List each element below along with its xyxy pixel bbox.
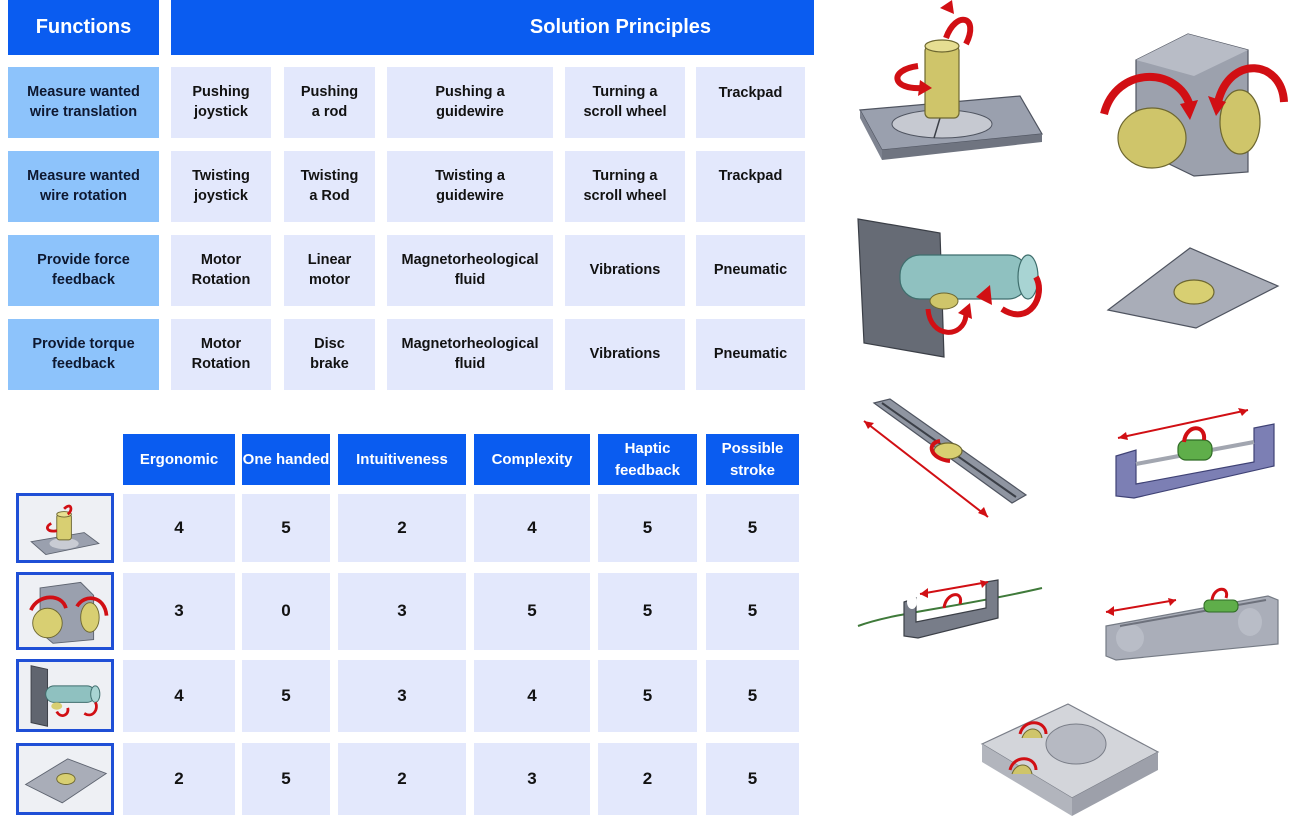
principle-cell: Twisting a guidewire <box>387 151 553 222</box>
score-cell: 4 <box>474 494 590 562</box>
principle-cell: Pushing a rod <box>284 67 375 138</box>
score-cell: 3 <box>123 573 235 650</box>
principle-cell: Pneumatic <box>696 319 805 390</box>
scroll-wheels-thumbnail <box>16 572 114 650</box>
score-cell: 5 <box>706 743 799 815</box>
principle-cell: Linear motor <box>284 235 375 306</box>
function-translation: Measure wanted wire translation <box>8 67 159 138</box>
criterion-header: Haptic feedback <box>598 434 697 485</box>
linear-rail-render <box>1108 400 1278 505</box>
score-cell: 2 <box>338 743 466 815</box>
score-cell: 5 <box>598 494 697 562</box>
principle-cell: Twisting joystick <box>171 151 271 222</box>
rod-thumbnail <box>16 659 114 732</box>
principle-cell: Turning a scroll wheel <box>565 151 685 222</box>
principle-cell: Vibrations <box>565 319 685 390</box>
principle-cell: Pushing joystick <box>171 67 271 138</box>
score-cell: 3 <box>338 660 466 732</box>
solution-principles-header: Solution Principles <box>171 0 814 55</box>
score-cell: 5 <box>242 660 330 732</box>
score-cell: 5 <box>706 660 799 732</box>
function-rotation: Measure wanted wire rotation <box>8 151 159 222</box>
score-cell: 4 <box>474 660 590 732</box>
principle-cell: Trackpad <box>696 67 805 138</box>
principle-cell: Disc brake <box>284 319 375 390</box>
score-cell: 2 <box>598 743 697 815</box>
joystick-render <box>852 0 1052 185</box>
score-cell: 5 <box>706 494 799 562</box>
score-cell: 0 <box>242 573 330 650</box>
score-cell: 5 <box>598 660 697 732</box>
score-cell: 5 <box>706 573 799 650</box>
score-cell: 5 <box>242 743 330 815</box>
criterion-header: Possible stroke <box>706 434 799 485</box>
function-torque-feedback: Provide torque feedback <box>8 319 159 390</box>
functions-header: Functions <box>8 0 159 55</box>
score-cell: 4 <box>123 660 235 732</box>
score-cell: 3 <box>474 743 590 815</box>
score-cell: 5 <box>242 494 330 562</box>
score-cell: 2 <box>338 494 466 562</box>
principle-cell: Twisting a Rod <box>284 151 375 222</box>
guidewire-clamp-render <box>856 568 1046 648</box>
principle-cell: Magnetorheological fluid <box>387 319 553 390</box>
principle-cell: Motor Rotation <box>171 235 271 306</box>
score-cell: 5 <box>474 573 590 650</box>
criterion-header: Intuitiveness <box>338 434 466 485</box>
scroll-pad-render <box>976 698 1164 818</box>
trackpad-render <box>1100 240 1284 330</box>
joystick-thumbnail <box>16 493 114 563</box>
score-cell: 2 <box>123 743 235 815</box>
criterion-header: Ergonomic <box>123 434 235 485</box>
score-cell: 3 <box>338 573 466 650</box>
criterion-header: One handed <box>242 434 330 485</box>
principle-cell: Pneumatic <box>696 235 805 306</box>
score-cell: 5 <box>598 573 697 650</box>
principle-cell: Turning a scroll wheel <box>565 67 685 138</box>
scroll-wheels-render <box>1096 30 1290 180</box>
criterion-header: Complexity <box>474 434 590 485</box>
function-force-feedback: Provide force feedback <box>8 235 159 306</box>
trackpad-thumbnail <box>16 743 114 815</box>
principle-cell: Magnetorheological fluid <box>387 235 553 306</box>
principle-cell: Pushing a guidewire <box>387 67 553 138</box>
principle-cell: Vibrations <box>565 235 685 306</box>
sliding-rod-render <box>856 395 1036 520</box>
principle-cell: Motor Rotation <box>171 319 271 390</box>
score-cell: 4 <box>123 494 235 562</box>
guidewire-rail-render <box>1100 582 1282 662</box>
principle-cell: Trackpad <box>696 151 805 222</box>
rod-render <box>852 215 1052 360</box>
